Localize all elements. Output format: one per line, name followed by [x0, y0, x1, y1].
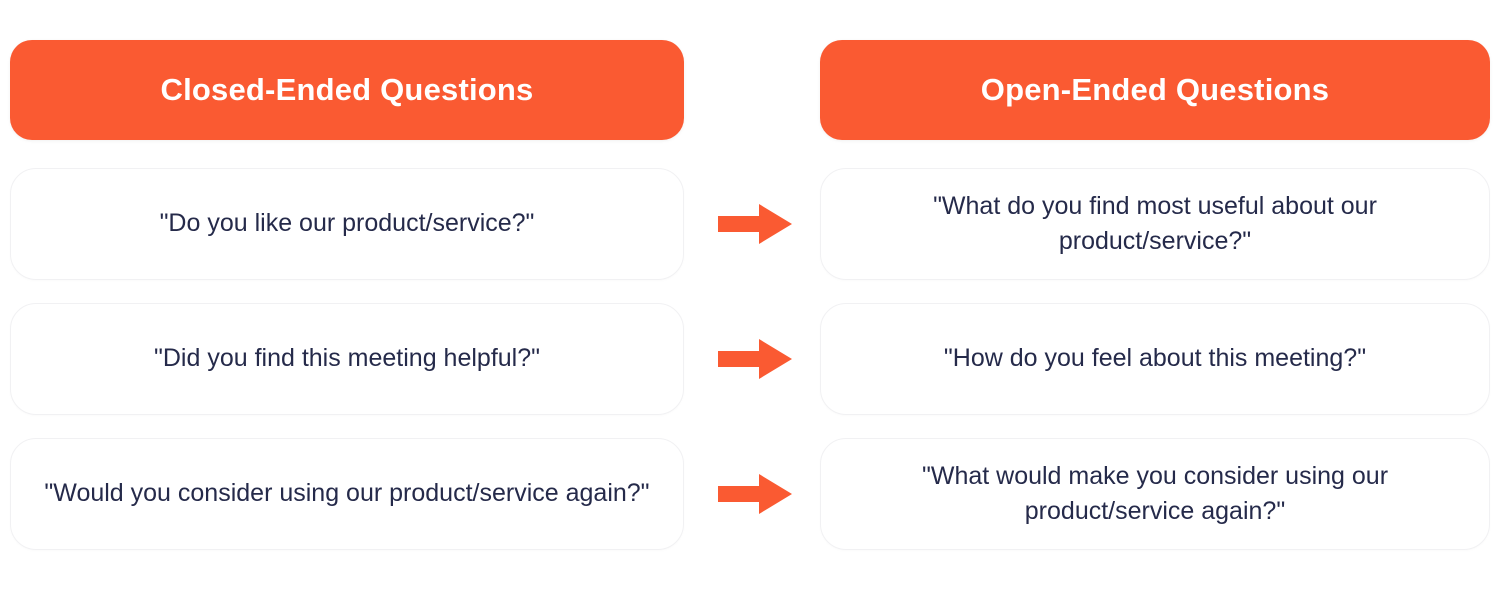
open-ended-card-3-text: "What would make you consider using our …	[921, 461, 1389, 526]
closed-ended-card-2: "Did you find this meeting helpful?"	[10, 303, 684, 415]
open-ended-card-2: "How do you feel about this meeting?"	[820, 303, 1490, 415]
closed-ended-card-1-text: "Do you like our product/service?"	[159, 209, 535, 238]
arrow-right-icon	[718, 339, 792, 379]
open-ended-card-list: "What do you find most useful about our …	[820, 168, 1490, 550]
open-ended-card-1-text: "What do you find most useful about our …	[933, 191, 1377, 256]
open-ended-header: Open-Ended Questions	[820, 40, 1490, 140]
closed-ended-card-3: "Would you consider using our product/se…	[10, 438, 684, 550]
arrow-right-icon	[718, 204, 792, 244]
closed-ended-header: Closed-Ended Questions	[10, 40, 684, 140]
closed-ended-card-list: "Do you like our product/service?" "Did …	[10, 168, 684, 550]
open-ended-column: Open-Ended Questions "What do you find m…	[820, 40, 1490, 550]
arrow-right-icon	[718, 474, 792, 514]
closed-ended-card-1: "Do you like our product/service?"	[10, 168, 684, 280]
closed-ended-card-2-text: "Did you find this meeting helpful?"	[153, 344, 541, 373]
closed-ended-column: Closed-Ended Questions "Do you like our …	[10, 40, 684, 550]
open-ended-card-2-text: "How do you feel about this meeting?"	[943, 344, 1367, 373]
open-ended-card-1: "What do you find most useful about our …	[820, 168, 1490, 280]
closed-ended-card-3-text: "Would you consider using our product/se…	[44, 479, 650, 508]
open-ended-card-3: "What would make you consider using our …	[820, 438, 1490, 550]
